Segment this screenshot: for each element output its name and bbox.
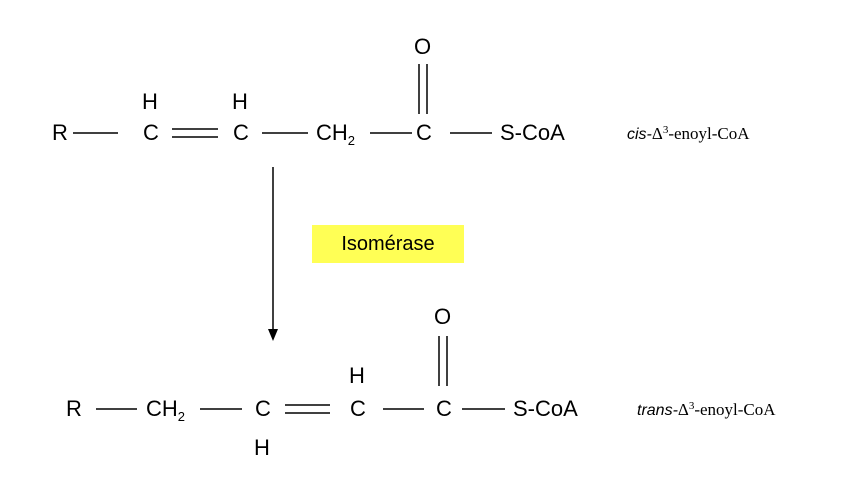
reactant-name: cis-Δ3-enoyl-CoA: [627, 125, 750, 143]
reactant-name-delta: Δ: [651, 124, 663, 143]
reactant-name-prefix: cis-: [627, 126, 652, 143]
reaction-arrow-head: [268, 329, 278, 341]
reactant-atom-c3: C: [416, 120, 432, 145]
reactant-name-suffix: -enoyl-CoA: [668, 124, 750, 143]
reactant-atom-c2: C: [233, 120, 249, 145]
reactant-atom-h1: H: [142, 89, 158, 114]
product-atom-h2: H: [349, 363, 365, 388]
product-name-position: 3: [688, 400, 695, 412]
product-atom-h1: H: [254, 435, 270, 460]
product-name-delta: Δ: [677, 400, 689, 419]
reactant-name-position: 3: [662, 124, 669, 136]
reactant-atom-scoa: S-CoA: [500, 120, 565, 145]
product-name-prefix: trans-: [637, 402, 678, 419]
product-atom-scoa: S-CoA: [513, 396, 578, 421]
product-name-suffix: -enoyl-CoA: [694, 400, 776, 419]
reactant-ch2-main: CH: [316, 120, 348, 145]
product-atom-r: R: [66, 396, 82, 421]
product-atom-c1: C: [255, 396, 271, 421]
product-ch2-subscript: 2: [177, 409, 186, 424]
product-atom-ch2: CH2: [146, 396, 185, 424]
product-atom-c3: C: [436, 396, 452, 421]
enzyme-label: Isomérase: [312, 225, 464, 263]
reactant-atom-c1: C: [143, 120, 159, 145]
product-name: trans-Δ3-enoyl-CoA: [637, 401, 776, 419]
reactant-atom-o: O: [414, 34, 432, 59]
reactant-atom-ch2: CH2: [316, 120, 355, 148]
product-atom-o: O: [434, 304, 452, 329]
reactant-ch2-subscript: 2: [347, 133, 356, 148]
reactant-atom-r: R: [52, 120, 68, 145]
product-atom-c2: C: [350, 396, 366, 421]
product-ch2-main: CH: [146, 396, 178, 421]
reactant-atom-h2: H: [232, 89, 248, 114]
